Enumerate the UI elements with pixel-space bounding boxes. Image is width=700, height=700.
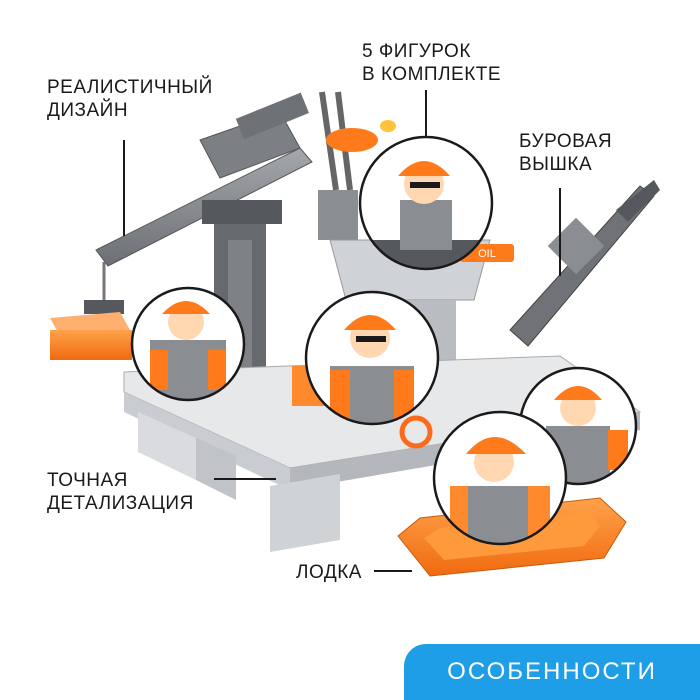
label-five-figures: 5 ФИГУРОК В КОМПЛЕКТЕ bbox=[362, 40, 501, 86]
oil-sign: OIL bbox=[478, 248, 496, 260]
label-line: БУРОВАЯ bbox=[519, 131, 613, 152]
features-badge-text: ОСОБЕННОСТИ bbox=[447, 658, 657, 685]
label-boat: ЛОДКА bbox=[296, 561, 362, 584]
drill-rig bbox=[509, 180, 660, 347]
label-line: В КОМПЛЕКТЕ bbox=[362, 64, 502, 85]
label-fine-detail: ТОЧНАЯ ДЕТАЛИЗАЦИЯ bbox=[47, 469, 194, 515]
figure-bubble-2 bbox=[130, 286, 246, 402]
features-badge: ОСОБЕННОСТИ bbox=[404, 644, 700, 700]
label-line: ВЫШКА bbox=[519, 154, 593, 175]
figure-bubble-3 bbox=[304, 290, 440, 426]
label-line: ДИЗАЙН bbox=[47, 100, 129, 121]
label-line: 5 ФИГУРОК bbox=[362, 41, 471, 62]
label-drill-rig: БУРОВАЯ ВЫШКА bbox=[519, 130, 612, 176]
label-realistic-design: РЕАЛИСТИЧНЫЙ ДИЗАЙН bbox=[47, 76, 213, 122]
cargo-block bbox=[50, 312, 132, 360]
label-line: ДЕТАЛИЗАЦИЯ bbox=[47, 493, 194, 514]
figure-bubble-5 bbox=[432, 410, 568, 546]
label-line: РЕАЛИСТИЧНЫЙ bbox=[47, 77, 213, 98]
callout-lines bbox=[123, 90, 561, 572]
label-line: ЛОДКА bbox=[296, 562, 362, 583]
label-line: ТОЧНАЯ bbox=[47, 470, 128, 491]
